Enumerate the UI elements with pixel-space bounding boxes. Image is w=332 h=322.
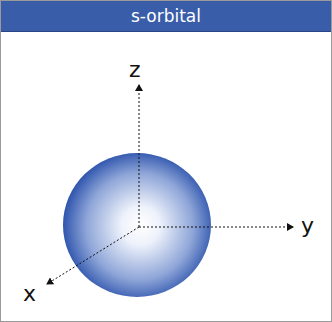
axis-label: x [23, 283, 36, 305]
x-axis [47, 227, 139, 284]
axis-label: y [301, 215, 314, 237]
title-band: s-orbital [1, 1, 331, 32]
y-axis [139, 227, 293, 228]
s-orbital-sphere [63, 153, 211, 297]
z-axis [139, 85, 140, 227]
title-text: s-orbital [131, 6, 201, 26]
axis-label: z [129, 59, 141, 81]
